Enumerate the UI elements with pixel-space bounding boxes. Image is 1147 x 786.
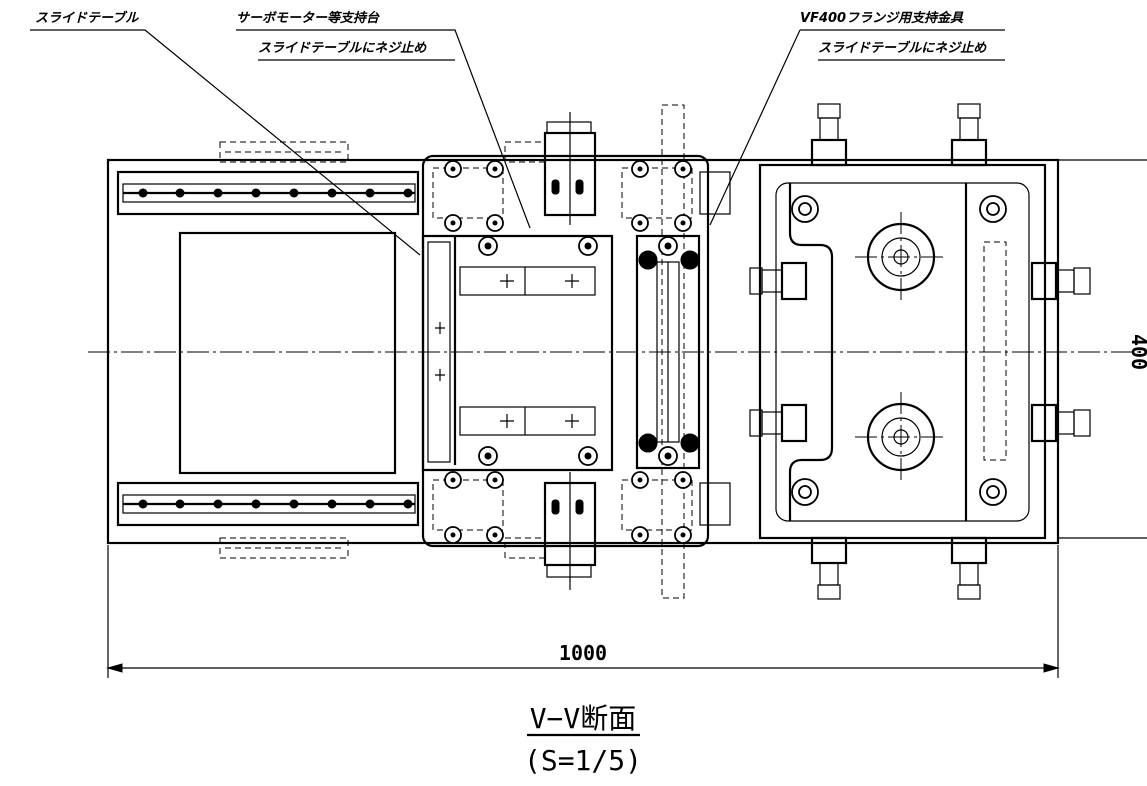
- carriage-bolts: [444, 160, 692, 544]
- callout-flange-bracket-line2: スライドテーブルにネジ止め: [818, 40, 987, 56]
- slide-table: [106, 141, 1060, 559]
- rail-bolts: [138, 188, 413, 509]
- section-title: V−V断面: [530, 702, 637, 735]
- callout-flange-bracket-line1: VF400フランジ用支持金具: [800, 10, 964, 26]
- dimension-height: [1058, 159, 1147, 539]
- callout-slide-table: スライドテーブル: [35, 10, 139, 26]
- dimension-height-label: 400: [1127, 334, 1147, 370]
- scale-label: (S=1/5): [524, 744, 642, 777]
- callout-servo-support-line1: サーボモーター等支持台: [236, 10, 380, 26]
- servo-motor-support: [421, 234, 614, 472]
- dimension-width: [106, 545, 1060, 678]
- callout-servo-support-line2: スライドテーブルにネジ止め: [258, 40, 427, 56]
- dimension-width-label: 1000: [559, 641, 607, 665]
